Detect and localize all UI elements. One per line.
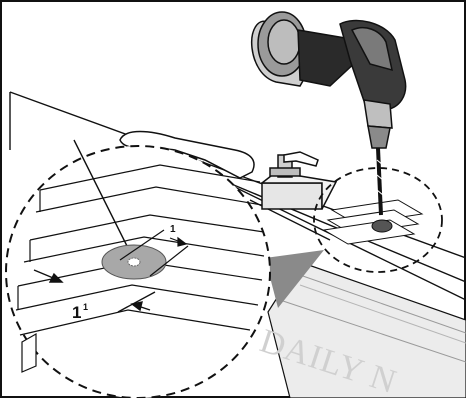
dimension-small-label: 1 xyxy=(170,224,176,235)
drill-point-mark xyxy=(372,220,392,232)
corner-block xyxy=(22,334,36,372)
hole-center xyxy=(128,258,140,266)
dimension-large-sup: 1 xyxy=(83,302,88,312)
dimension-large-label: 1 xyxy=(72,303,81,322)
wood-stack-closeup xyxy=(324,200,422,244)
